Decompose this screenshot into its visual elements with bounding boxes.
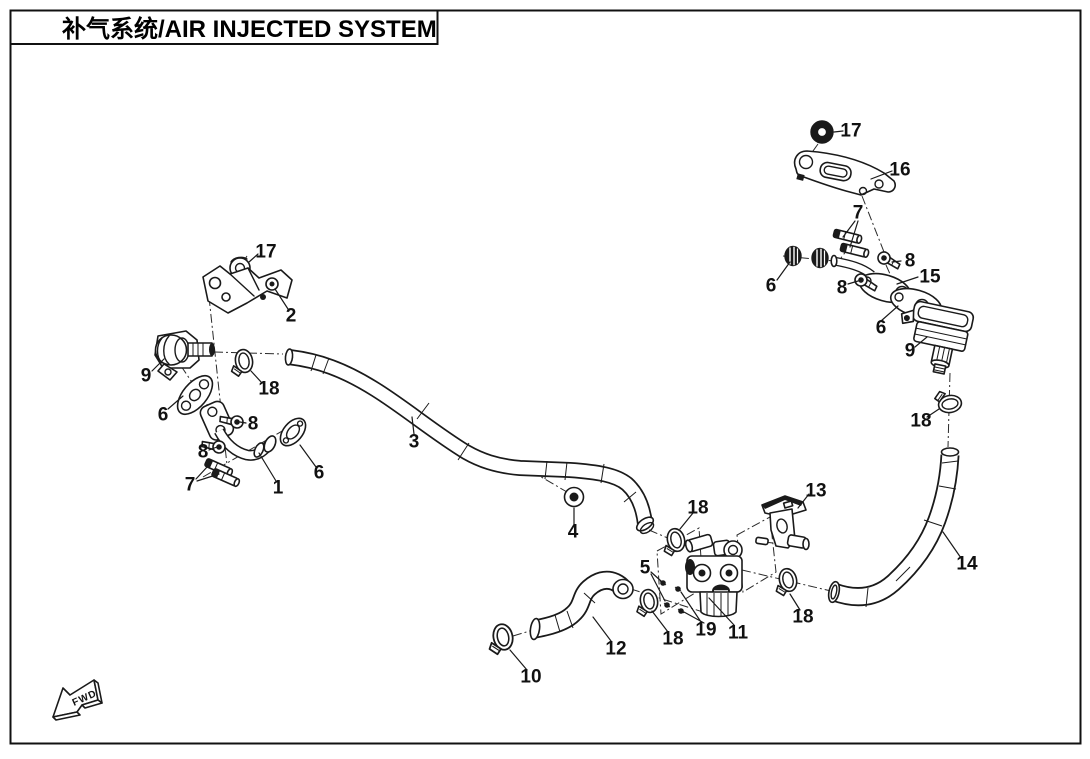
part-clamp-18-hose12	[632, 587, 662, 619]
part-check-valve-right-9	[900, 300, 975, 375]
part-check-valve-left-9	[154, 330, 215, 381]
callout-labels: 17 16 7 8 15 6 8 6 9 18 14 17 2 9 6 18 8…	[141, 121, 978, 688]
callout-15: 15	[919, 267, 941, 288]
callout-10: 10	[520, 667, 541, 688]
callout-18: 18	[662, 629, 683, 650]
part-bracket-16	[793, 150, 896, 196]
part-grommet-4	[563, 486, 585, 508]
callout-4: 4	[568, 522, 579, 543]
part-grommet-17-right	[810, 120, 834, 144]
callout-8: 8	[905, 251, 916, 272]
part-bracket-13	[755, 495, 810, 551]
part-clamp-18-hose14-top	[932, 387, 964, 416]
part-clamp-18-pipe3	[658, 525, 689, 558]
leader-lines	[151, 130, 962, 671]
callout-13: 13	[805, 481, 826, 502]
callout-8: 8	[198, 442, 209, 463]
callout-12: 12	[605, 639, 626, 660]
assembly-axis-lines	[180, 143, 951, 637]
part-gasket-6-left	[176, 374, 214, 416]
part-screws-5-19	[659, 580, 685, 614]
fwd-arrow: FWD	[52, 679, 103, 721]
callout-6: 6	[876, 318, 887, 339]
part-bracket-2	[202, 265, 293, 314]
callout-7: 7	[853, 203, 864, 224]
part-gasket-6-lens	[279, 417, 307, 447]
page-border	[9, 9, 1082, 745]
callout-2: 2	[286, 306, 297, 327]
part-metal-pipe-3	[284, 348, 655, 535]
callout-16: 16	[889, 160, 910, 181]
callout-17: 17	[255, 242, 276, 263]
callout-6: 6	[766, 276, 777, 297]
part-air-injection-valve-11	[684, 533, 743, 618]
callout-17: 17	[840, 121, 861, 142]
phantom-panel	[736, 516, 777, 593]
callout-19: 19	[695, 620, 716, 641]
part-stud-7	[839, 242, 871, 259]
callout-3: 3	[409, 432, 420, 453]
callout-6: 6	[158, 405, 169, 426]
page-title: 补气系统/AIR INJECTED SYSTEM	[62, 15, 437, 43]
part-hose-14	[827, 447, 960, 608]
callout-18: 18	[910, 411, 931, 432]
callout-18: 18	[792, 607, 813, 628]
part-hose-12	[529, 570, 634, 641]
part-bolt-8	[875, 249, 903, 272]
title-box	[9, 9, 439, 45]
callout-8: 8	[837, 278, 848, 299]
callout-8: 8	[248, 414, 259, 435]
callout-1: 1	[273, 478, 284, 499]
callout-7: 7	[185, 475, 196, 496]
callout-18: 18	[687, 498, 708, 519]
part-nut-6	[811, 247, 829, 269]
part-nut-6	[784, 245, 802, 267]
callout-6: 6	[314, 463, 325, 484]
part-pipe-1	[199, 400, 277, 461]
callout-14: 14	[956, 554, 978, 575]
callout-9: 9	[141, 366, 152, 387]
callout-9: 9	[905, 341, 916, 362]
callout-11: 11	[728, 623, 749, 644]
callout-18: 18	[258, 379, 279, 400]
callout-5: 5	[640, 558, 651, 579]
